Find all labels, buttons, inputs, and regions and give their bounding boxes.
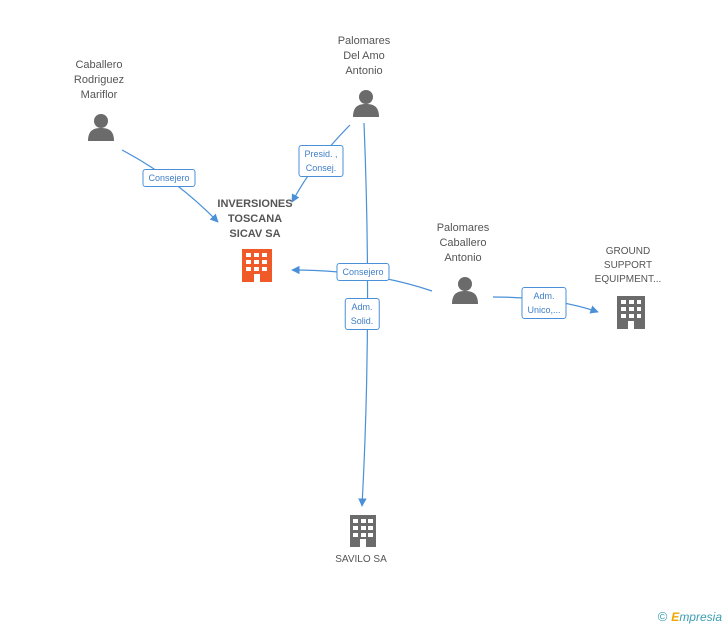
node-label-savilo-sa[interactable]: SAVILO SA — [335, 554, 387, 565]
node-label-palomares-del-amo-antonio[interactable]: Palomares Del Amo Antonio — [337, 35, 391, 77]
building-icon[interactable] — [242, 249, 272, 282]
node-label-caballero-rodriguez-mariflor[interactable]: Caballero Rodriguez Mariflor — [73, 59, 125, 101]
brand-logo-letter: E — [671, 610, 680, 624]
edge-label-presid-consej: Presid. , Consej. — [298, 145, 344, 177]
brand-name: mpresia — [679, 610, 722, 624]
person-icon[interactable] — [353, 90, 379, 117]
edge-label-adm-unico: Adm. Unico,... — [521, 287, 567, 319]
person-icon[interactable] — [452, 277, 478, 304]
node-label-inversiones-toscana[interactable]: INVERSIONES TOSCANA SICAV SA — [217, 198, 293, 240]
edge-label-consejero: Consejero — [336, 263, 390, 281]
building-icon[interactable] — [617, 296, 645, 329]
edge-label-consejero: Consejero — [142, 169, 196, 187]
footer-brand[interactable]: ©Empresia — [658, 609, 722, 624]
edge-label-adm-solid: Adm. Solid. — [344, 298, 380, 330]
building-icon[interactable] — [350, 515, 376, 547]
copyright-symbol: © — [657, 609, 668, 624]
node-label-palomares-caballero-antonio[interactable]: Palomares Caballero Antonio — [436, 222, 490, 264]
node-label-ground-support-equipment[interactable]: GROUND SUPPORT EQUIPMENT... — [594, 246, 662, 285]
person-icon[interactable] — [88, 114, 114, 141]
